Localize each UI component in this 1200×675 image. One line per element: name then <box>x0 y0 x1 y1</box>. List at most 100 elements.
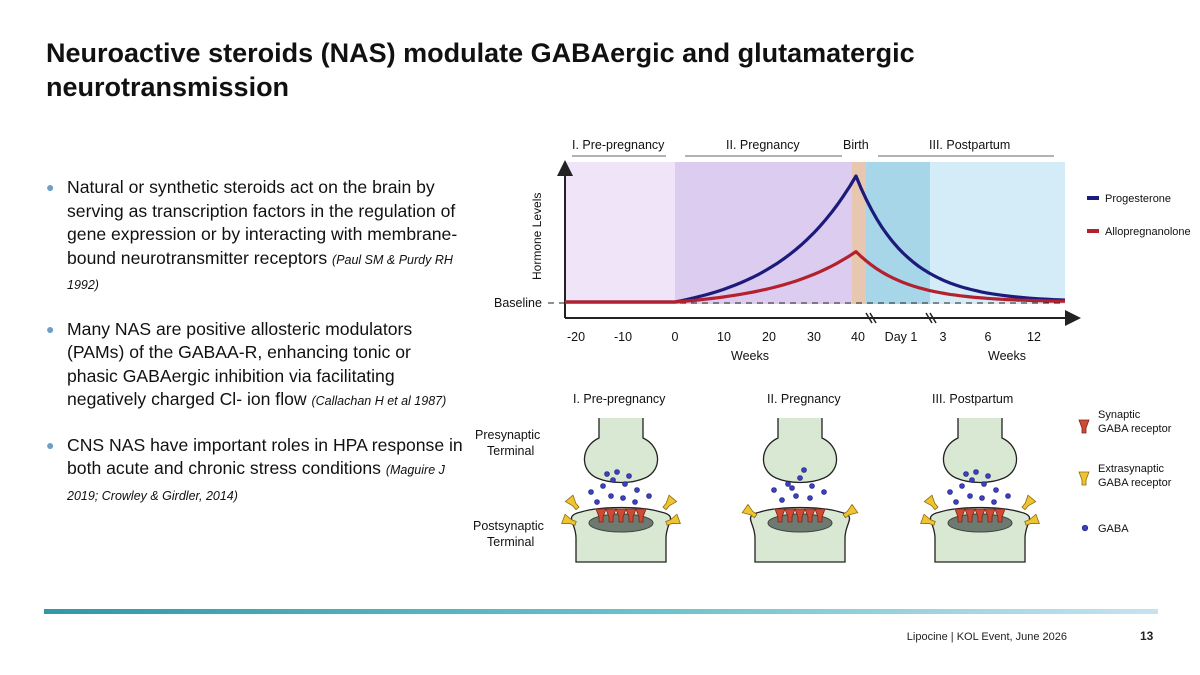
gaba-molecule <box>785 481 791 487</box>
phase-band-postpartum-early <box>866 162 930 304</box>
legend-synaptic-line2: GABA receptor <box>1098 423 1172 435</box>
bullet-item: ● Many NAS are positive allosteric modula… <box>46 318 466 414</box>
extrasynaptic-receptor <box>662 494 678 511</box>
gaba-molecule <box>646 493 652 499</box>
gaba-molecule <box>789 485 795 491</box>
extrasynaptic-receptor <box>1021 494 1037 511</box>
gaba-molecule <box>610 477 616 483</box>
x-tick-label: 40 <box>851 330 865 344</box>
legend-swatch-progesterone <box>1087 196 1099 200</box>
x-tick-label: 6 <box>985 330 992 344</box>
extrasynaptic-receptor <box>741 503 758 519</box>
extrasynaptic-receptor <box>923 494 939 511</box>
gaba-molecule <box>821 489 827 495</box>
phase-bands <box>565 162 1065 304</box>
gaba-molecule <box>967 493 973 499</box>
gaba-molecule <box>594 499 600 505</box>
bullet-item: ●Natural or synthetic steroids act on th… <box>46 176 466 298</box>
x-tick-label: 3 <box>940 330 947 344</box>
presynaptic-terminal <box>762 418 838 484</box>
extrasynaptic-receptor <box>564 494 580 511</box>
legend-synaptic-line1: Synaptic <box>1098 409 1141 421</box>
extrasynaptic-receptor-icon <box>1078 471 1090 486</box>
gaba-molecule <box>973 469 979 475</box>
footer-divider <box>44 609 1158 614</box>
diagram-phase-label-postpartum: III. Postpartum <box>932 392 1013 406</box>
series-lines <box>565 174 1066 304</box>
chart-legend: Progesterone Allopregnanolone <box>1087 193 1191 238</box>
x-tick-label: -20 <box>567 330 585 344</box>
gaba-molecule <box>979 495 985 501</box>
legend-label-progesterone: Progesterone <box>1105 193 1171 205</box>
series-line-progesterone <box>565 174 1066 304</box>
gaba-molecule <box>953 499 959 505</box>
synaptic-receptor <box>814 508 826 523</box>
presynaptic-label: Terminal <box>487 444 534 458</box>
gaba-molecule <box>620 495 626 501</box>
y-axis-label: Hormone Levels <box>530 193 544 280</box>
gaba-molecule <box>969 477 975 483</box>
phase-label-pre-pregnancy: I. Pre-pregnancy <box>572 138 665 152</box>
phase-label-pregnancy: II. Pregnancy <box>726 138 800 152</box>
presynaptic-label: Presynaptic <box>475 428 540 442</box>
extrasynaptic-receptor <box>561 513 577 526</box>
gaba-molecule <box>993 487 999 493</box>
bullet-dot-icon: ● <box>46 179 55 195</box>
gaba-molecule <box>608 493 614 499</box>
bullet-text: CNS NAS have important roles in HPA resp… <box>67 434 463 479</box>
gaba-molecule <box>604 471 610 477</box>
gaba-molecule <box>807 495 813 501</box>
gaba-molecule <box>991 499 997 505</box>
synaptic-receptor-icon <box>1078 419 1090 434</box>
synaptic-receptor <box>635 508 647 523</box>
gaba-molecule <box>793 493 799 499</box>
gaba-molecule <box>600 483 606 489</box>
bullet-citation: (Callachan H et al 1987) <box>311 394 447 408</box>
phase-label-postpartum: III. Postpartum <box>929 138 1010 152</box>
phase-band-pre-pregnancy <box>565 162 675 304</box>
x-tick-label: 30 <box>807 330 821 344</box>
gaba-molecule <box>622 481 628 487</box>
diagram-phase-label-pre-pregnancy: I. Pre-pregnancy <box>573 392 666 406</box>
legend-label-allopregnanolone: Allopregnanolone <box>1105 226 1191 238</box>
gaba-molecule <box>588 489 594 495</box>
series-line-allopregnanolone <box>565 250 1065 304</box>
bullet-item: ●CNS NAS have important roles in HPA res… <box>46 434 466 509</box>
x-axis-label-right: Weeks <box>988 349 1026 363</box>
gaba-molecule <box>634 487 640 493</box>
x-axis-label: Weeks <box>731 349 769 363</box>
gaba-molecule <box>614 469 620 475</box>
axis-break <box>925 312 937 324</box>
bullet-citation: (Maguire J 2019; Crowley & Girdler, 2014… <box>67 463 445 503</box>
gaba-molecule <box>947 489 953 495</box>
extrasynaptic-receptor <box>665 513 681 526</box>
phase-label-birth: Birth <box>843 138 869 152</box>
legend-extrasynaptic-line1: Extrasynaptic <box>1098 463 1165 475</box>
hormone-figure: I. Pre-pregnancy II. Pregnancy Birth III… <box>473 138 1191 563</box>
presynaptic-terminal <box>583 418 659 484</box>
gaba-molecule <box>959 483 965 489</box>
legend-swatch-allopregnanolone <box>1087 229 1099 233</box>
bullet-dot-icon: ● <box>46 320 55 337</box>
gaba-molecule <box>1005 493 1011 499</box>
phase-band-birth <box>852 162 866 304</box>
bullet-list: ●Natural or synthetic steroids act on th… <box>46 176 466 528</box>
x-tick-label: Day 1 <box>885 330 918 344</box>
synapse-diagrams <box>561 418 1040 563</box>
page-number: 13 <box>1140 629 1154 643</box>
axis-break <box>865 312 877 324</box>
extrasynaptic-receptor <box>842 503 859 519</box>
postsynaptic-label: Terminal <box>487 535 534 549</box>
legend-extrasynaptic-line2: GABA receptor <box>1098 477 1172 489</box>
gaba-molecule <box>779 497 785 503</box>
gaba-molecule <box>771 487 777 493</box>
diagram-phase-label-pregnancy: II. Pregnancy <box>767 392 841 406</box>
gaba-dot-icon <box>1081 524 1089 532</box>
x-tick-label: 20 <box>762 330 776 344</box>
phase-band-pregnancy <box>675 162 852 304</box>
legend-gaba-label: GABA <box>1098 523 1129 535</box>
postsynaptic-label: Postsynaptic <box>473 519 544 533</box>
bullet-text: Many NAS are positive allosteric modulat… <box>67 318 413 410</box>
gaba-molecule <box>985 473 991 479</box>
diagram-legend: Synaptic GABA receptor Extrasynaptic GAB… <box>1078 409 1172 535</box>
